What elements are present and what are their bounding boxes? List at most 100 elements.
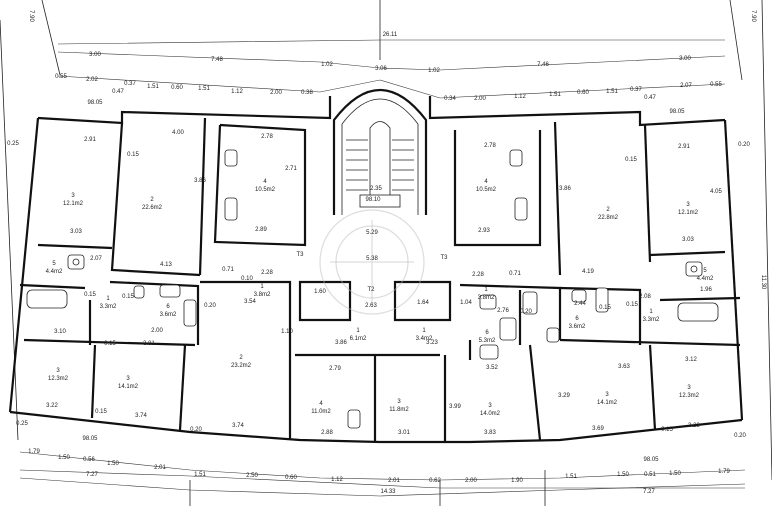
dimension-label: 3.29 <box>558 393 570 399</box>
dimension-label: 2.71 <box>285 166 297 172</box>
room-area: 14.1m2 <box>118 384 139 390</box>
dimension-lines <box>19 39 746 497</box>
dimension-label: 3.52 <box>486 365 498 371</box>
room-number: 1 <box>484 287 488 293</box>
dimension-label: 1.51 <box>565 474 577 480</box>
dimension-label: 1.04 <box>460 300 472 306</box>
room-number: 2 <box>606 207 610 213</box>
room-number: 6 <box>166 304 170 310</box>
dimension-label: 0.38 <box>301 90 313 96</box>
level-mark: 98.05 <box>87 100 103 106</box>
room-area: 3.3m2 <box>100 304 117 310</box>
dimension-label: 5.29 <box>366 230 378 236</box>
dimension-label: 1.02 <box>321 62 333 68</box>
dimension-label: 1.12 <box>514 94 526 100</box>
room-number: 1 <box>649 309 653 315</box>
dimension-label: 1.10 <box>281 329 293 335</box>
room-number: 4 <box>484 179 488 185</box>
dimension-label: 1.64 <box>417 300 429 306</box>
dimension-label: 0.15 <box>122 294 134 300</box>
room-number: 3 <box>686 202 690 208</box>
dimension-label: 0.15 <box>95 409 107 415</box>
dimension-label: 1.90 <box>511 478 523 484</box>
dimension-label: 2.00 <box>465 478 477 484</box>
dimension-label: 0.71 <box>509 271 521 277</box>
room-number: 2 <box>150 197 154 203</box>
dimension-label: 0.60 <box>577 90 589 96</box>
dimension-label: T2 <box>367 287 375 293</box>
dimension-label: 3.86 <box>559 186 571 192</box>
dimension-label: 0.15 <box>127 152 139 158</box>
dimension-label: 7.46 <box>537 62 549 68</box>
dimension-label: 1.51 <box>147 84 159 90</box>
dimension-label: 3.86 <box>194 178 206 184</box>
room-number: 6 <box>485 330 489 336</box>
dimension-label: 0.60 <box>171 85 183 91</box>
dimension-label: 2.00 <box>474 96 486 102</box>
room-area: 3.6m2 <box>160 312 177 318</box>
dimension-label: 1.50 <box>58 455 70 461</box>
staircase <box>332 88 428 215</box>
dimension-label: 3.83 <box>484 430 496 436</box>
dimension-label: 2.93 <box>478 228 490 234</box>
room-labels: 312.1m2222.6m2410.5m2410.5m2222.8m2312.1… <box>46 179 714 417</box>
dimension-label: 2.78 <box>484 143 496 149</box>
dimension-label: 3.00 <box>679 56 691 62</box>
room-number: 3 <box>488 403 492 409</box>
dimension-label: 1.79 <box>28 449 40 455</box>
dimension-label: 7.90 <box>750 10 756 22</box>
dimension-label: 3.01 <box>398 430 410 436</box>
dimension-label: 2.08 <box>639 294 651 300</box>
dimension-label: 7.48 <box>211 57 223 63</box>
room-area: 3.4m2 <box>416 336 433 342</box>
dimension-label: 0.60 <box>285 475 297 481</box>
dimension-label: 2.01 <box>388 478 400 484</box>
dimension-label: 0.55 <box>710 82 722 88</box>
room-number: 1 <box>106 296 110 302</box>
dimension-label: 3.74 <box>232 423 244 429</box>
dimension-label: 1.51 <box>606 89 618 95</box>
room-area: 4.4m2 <box>697 276 714 282</box>
dimension-label: 3.74 <box>135 413 147 419</box>
dimension-label: T3 <box>440 255 448 261</box>
room-number: 1 <box>356 328 360 334</box>
room-area: 3.3m2 <box>643 317 660 323</box>
dimension-label: 4.13 <box>160 262 172 268</box>
room-area: 11.0m2 <box>311 409 331 415</box>
dimension-label: 3.22 <box>46 403 58 409</box>
dimension-label: 1.50 <box>669 471 681 477</box>
dimension-label: 1.51 <box>198 86 210 92</box>
room-area: 3.6m2 <box>569 324 586 330</box>
room-area: 10.5m2 <box>476 187 497 193</box>
dimension-label: 3.86 <box>335 340 347 346</box>
room-number: 2 <box>239 355 243 361</box>
dimension-label: 2.78 <box>261 134 273 140</box>
dimension-label: 0.37 <box>630 87 642 93</box>
dimension-label: 2.07 <box>680 83 692 89</box>
level-mark: 98.05 <box>669 109 685 115</box>
dimension-label: 7.90 <box>28 10 34 22</box>
dimension-label: 2.02 <box>86 77 98 83</box>
dimension-label: 14.33 <box>380 489 396 495</box>
room-area: 3.8m2 <box>254 292 271 298</box>
dimension-label: 2.79 <box>329 366 341 372</box>
dimension-label: 3.03 <box>70 229 82 235</box>
dimension-label: 2.50 <box>246 473 258 479</box>
dimension-label: 2.28 <box>261 270 273 276</box>
dimension-label: 3.00 <box>89 52 101 58</box>
room-area: 22.8m2 <box>598 215 619 221</box>
dimension-label: 1.50 <box>107 461 119 467</box>
dimension-label: 11.30 <box>760 275 766 290</box>
room-number: 3 <box>71 193 75 199</box>
room-area: 23.2m2 <box>231 363 252 369</box>
dimension-label: 2.76 <box>497 308 509 314</box>
dimension-label: 4.00 <box>172 130 184 136</box>
room-area: 14.0m2 <box>480 411 501 417</box>
dimension-label: 2.91 <box>84 137 96 143</box>
dimension-label: 0.37 <box>124 81 136 87</box>
room-area: 6.1m2 <box>350 336 367 342</box>
room-area: 12.3m2 <box>679 393 700 399</box>
